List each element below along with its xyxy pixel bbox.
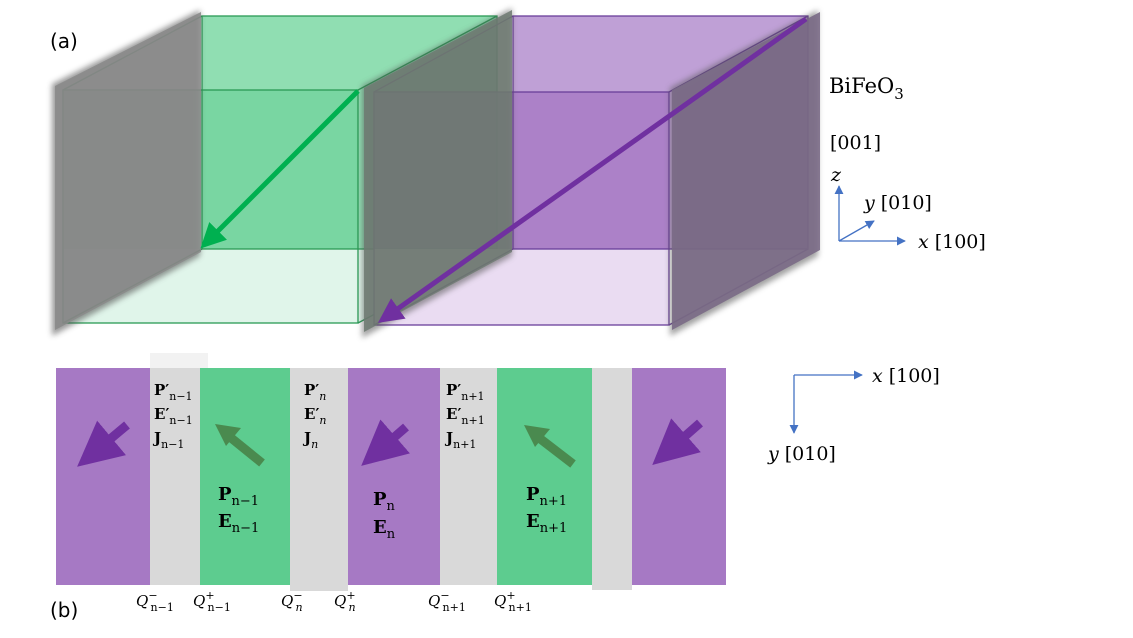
- wall-1-P: P′n−1: [154, 381, 193, 403]
- wall-stripe-4: [592, 368, 632, 590]
- domain-2-E: En: [373, 517, 396, 542]
- charge-q-minus-n+1: Q−n+1: [428, 589, 466, 614]
- purple-domain-1: [56, 368, 150, 585]
- purple-arrow-1: [77, 420, 130, 467]
- wall-1-E: E′n−1: [154, 405, 193, 427]
- wall-2-J: Jn: [302, 429, 318, 451]
- panel-a: (a): [50, 8, 986, 338]
- x-axis-label: x[100]: [918, 231, 986, 253]
- charge-q-minus-n-1: Q−n−1: [136, 589, 174, 614]
- z-axis-label: z: [830, 164, 842, 186]
- panel-b-label: (b): [50, 598, 78, 622]
- panel-b: P′n−1 E′n−1 Jn−1 P′n E′n Jn P′n+1 E′n+1 …: [50, 353, 940, 622]
- wall-labels: P′n−1 E′n−1 Jn−1 P′n E′n Jn P′n+1 E′n+1 …: [152, 381, 485, 451]
- wall-stripe-2: [290, 368, 348, 591]
- domain-1-P: Pn−1: [218, 484, 259, 509]
- purple-domain-3: [632, 368, 726, 585]
- domain-3-E: En+1: [526, 511, 567, 536]
- purple-arrow-3: [652, 418, 703, 465]
- panel-a-axes: z y[010] x[100]: [830, 164, 986, 253]
- green-polarization-arrow: [200, 89, 360, 249]
- green-domain-1: [200, 368, 290, 585]
- panel-b-arrows: [77, 418, 703, 468]
- wall-1-J: Jn−1: [152, 429, 184, 451]
- domain-2-P: Pn: [373, 489, 396, 514]
- left-domain-wall: [55, 12, 201, 330]
- panel-a-label: (a): [50, 29, 78, 53]
- wall-stripe-1-top: [150, 353, 208, 368]
- charge-q-minus-n: Q−n: [281, 589, 303, 614]
- purple-domain-2: [348, 368, 440, 585]
- green-arrow-2-head: [524, 425, 550, 447]
- wall-2-P: P′n: [304, 381, 326, 403]
- right-domain-wall: [672, 12, 820, 330]
- charge-q-plus-n+1: Q+n+1: [494, 589, 532, 614]
- direction-001-label: [001]: [830, 132, 881, 154]
- domain-labels: Pn−1 En−1 Pn En Pn+1 En+1: [218, 484, 567, 542]
- domain-1-E: En−1: [218, 511, 259, 536]
- wall-stripe-3: [440, 368, 497, 585]
- y-axis-label: y[010]: [863, 192, 932, 214]
- b-x-axis-label: x[100]: [872, 365, 940, 387]
- y-axis: [838, 220, 875, 242]
- wall-stripe-1: [150, 353, 200, 585]
- wall-2-E: E′n: [304, 405, 327, 427]
- purple-polarization-arrow: [377, 16, 808, 323]
- wall-3-E: E′n+1: [446, 405, 485, 427]
- b-y-axis-label: y[010]: [767, 443, 836, 465]
- material-label: BiFeO3: [829, 74, 904, 103]
- charge-q-plus-n-1: Q+n−1: [193, 589, 231, 614]
- charge-labels: Q−n−1 Q+n−1 Q−n Q+n Q−n+1 Q+n+1: [136, 589, 532, 614]
- purple-arrow-2: [361, 419, 410, 466]
- domain-3-P: Pn+1: [526, 484, 567, 509]
- green-arrow-1-head: [215, 424, 241, 446]
- wall-3-P: P′n+1: [446, 381, 485, 403]
- wall-3-J: Jn+1: [444, 429, 476, 451]
- green-domain-2: [497, 368, 592, 585]
- panel-b-axes: x[100] y[010]: [767, 365, 940, 465]
- charge-q-plus-n: Q+n: [334, 589, 356, 614]
